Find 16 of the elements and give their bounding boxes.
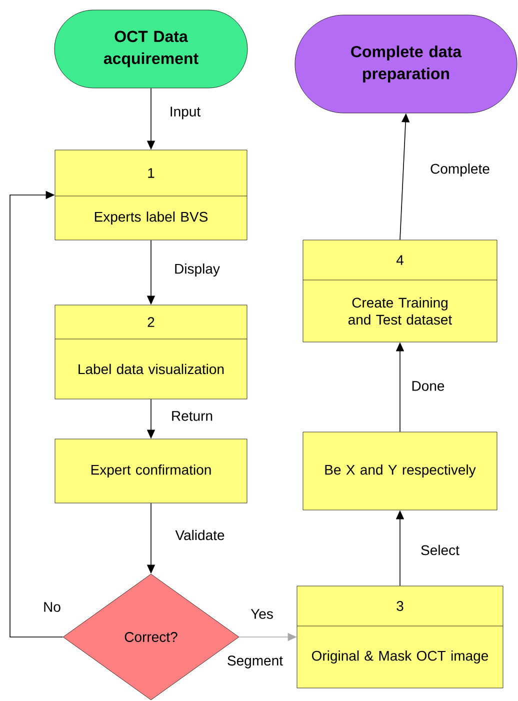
process-box: 1 Experts label BVS: [54, 150, 248, 240]
edge-label: Display: [173, 262, 221, 278]
edge-label: Yes: [250, 608, 274, 620]
arrow: [10, 190, 64, 638]
edge-label: No: [42, 601, 62, 613]
process-box: Be X and Y respectively: [302, 432, 498, 510]
edge-label: Done: [410, 380, 446, 392]
edge-label: Select: [420, 544, 460, 556]
edge-label: Complete: [429, 162, 491, 178]
edge-label: Validate: [174, 528, 226, 542]
process-box: 2 Label data visualization: [54, 304, 248, 400]
process-box: Expert confirmation: [54, 438, 248, 504]
process-box: 3 Original & Mask OCT image: [296, 586, 504, 688]
process-box: 4 Create Training and Test dataset: [302, 240, 498, 342]
edge-label: Return: [170, 410, 214, 422]
edge-label: Input: [168, 106, 202, 120]
